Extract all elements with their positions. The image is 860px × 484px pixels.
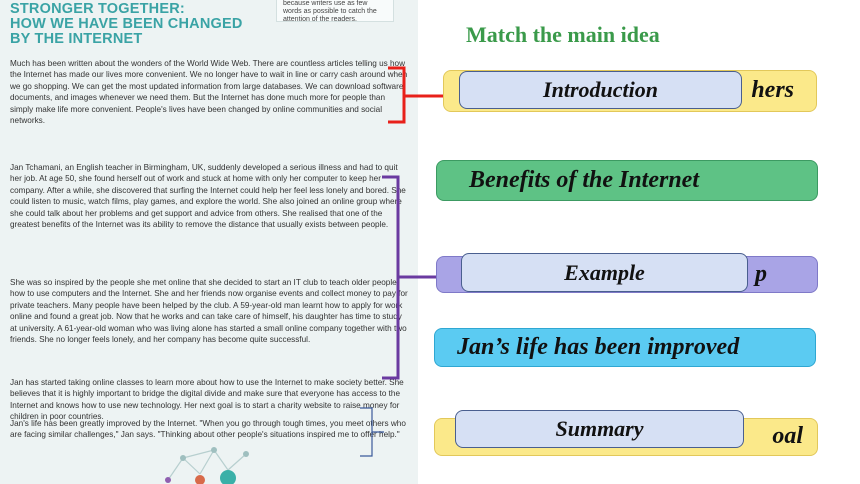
label-summary[interactable]: Summary	[455, 410, 744, 448]
note-line-1: because writers use as few	[283, 0, 368, 7]
paragraph-intro: Much has been written about the wonders …	[10, 59, 408, 126]
paragraph-jan-illness: Jan Tchamani, an English teacher in Birm…	[10, 163, 406, 230]
note-line-2: words as possible to catch the	[283, 8, 377, 15]
note-line-3: attention of the readers.	[283, 16, 357, 23]
answer-box-3-text: p	[755, 261, 767, 287]
answer-box-improved[interactable]: Jan’s life has been improved	[434, 328, 816, 367]
paragraph-online-classes: Jan has started taking online classes to…	[10, 378, 404, 422]
headline-line-3: BY THE INTERNET	[10, 31, 143, 47]
article-page: STRONGER TOGETHER: HOW WE HAVE BEEN CHAN…	[0, 0, 418, 484]
answer-box-5-text: oal	[772, 423, 803, 449]
answer-box-2-text: Benefits of the Internet	[469, 167, 700, 193]
headline-line-2: HOW WE HAVE BEEN CHANGED	[10, 16, 243, 32]
blue-bracket	[360, 407, 384, 457]
headline-line-1: STRONGER TOGETHER:	[10, 1, 185, 17]
paragraph-it-club: She was so inspired by the people she me…	[10, 278, 408, 345]
answer-box-4-text: Jan’s life has been improved	[457, 334, 740, 360]
label-introduction[interactable]: Introduction	[459, 71, 742, 109]
answer-box-benefits[interactable]: Benefits of the Internet	[436, 160, 818, 201]
label-example[interactable]: Example	[461, 253, 748, 292]
purple-bracket	[382, 175, 440, 380]
red-bracket	[388, 66, 448, 124]
exercise-title: Match the main idea	[466, 22, 660, 47]
network-illustration	[165, 447, 249, 484]
answer-box-1-text: hers	[751, 77, 794, 103]
paragraph-summary: Jan's life has been greatly improved by …	[10, 419, 406, 440]
article-headline: STRONGER TOGETHER: HOW WE HAVE BEEN CHAN…	[10, 2, 250, 47]
side-note: because writers use as few words as poss…	[276, 0, 394, 23]
